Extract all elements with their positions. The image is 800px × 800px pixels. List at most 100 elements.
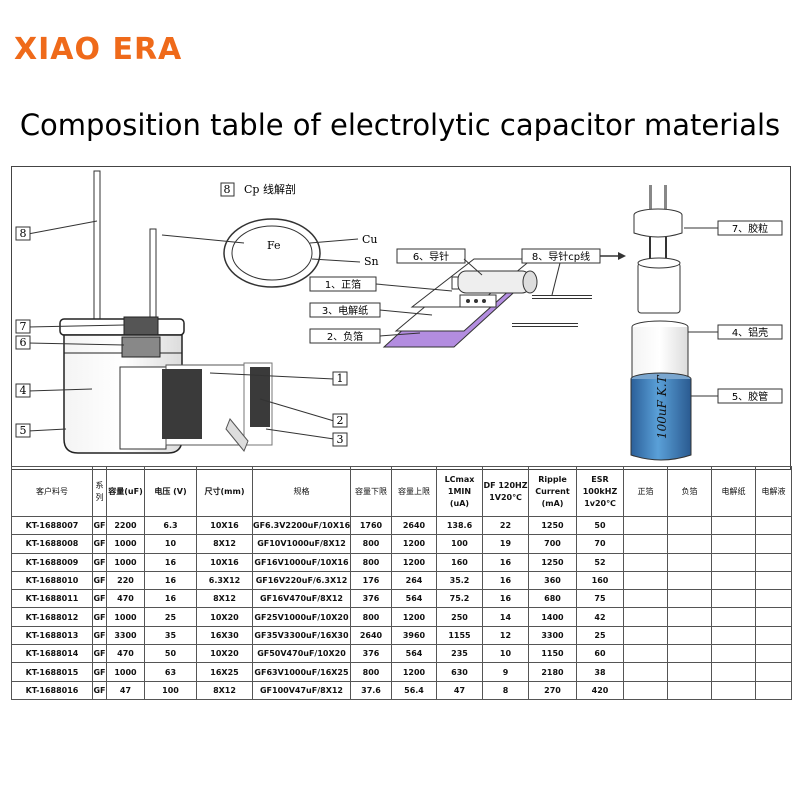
table-cell: 35.2	[436, 570, 483, 591]
table-cell	[667, 515, 712, 536]
table-cell: 8X12	[196, 680, 253, 700]
table-cell: 3960	[391, 625, 437, 646]
table-cell: 1250	[528, 552, 577, 572]
table-cell: 630	[436, 662, 483, 682]
table-cell: 3300	[106, 625, 145, 646]
table-cell: GF50V470uF/10X20	[252, 644, 351, 664]
table-cell: 2640	[391, 515, 437, 536]
cp-section-title: Cp 线解剖	[244, 182, 296, 196]
table-cell: 10	[144, 534, 197, 554]
table-cell	[755, 644, 792, 664]
spec-table: 客户料号 系列 容量(uF) 电压 (V) 尺寸(mm) 规格 容量下限 容量上…	[11, 466, 792, 700]
table-cell: KT-1688014	[11, 644, 93, 664]
table-cell: 564	[391, 644, 437, 664]
table-cell: 1000	[106, 607, 145, 627]
label-sleeve: 5、胶管	[732, 390, 768, 403]
table-cell: KT-1688010	[11, 570, 93, 591]
table-cell: GF10V1000uF/8X12	[252, 534, 351, 554]
table-cell	[623, 607, 668, 627]
table-cell	[755, 680, 792, 700]
label-rubber-plug: 7、胶粒	[732, 222, 768, 235]
table-cell	[711, 644, 756, 664]
table-cell	[755, 534, 792, 554]
table-cell: 16X30	[196, 625, 253, 646]
table-cell: 10X16	[196, 552, 253, 572]
table-cell: 376	[350, 589, 392, 609]
table-cell: 270	[528, 680, 577, 700]
table-cell: 564	[391, 589, 437, 609]
table-cell: 1400	[528, 607, 577, 627]
table-cell: 1000	[106, 534, 145, 554]
table-cell: 360	[528, 570, 577, 591]
table-cell: 100	[144, 680, 197, 700]
table-cell: 10X16	[196, 515, 253, 536]
table-cell	[711, 570, 756, 591]
table-cell: 470	[106, 644, 145, 664]
table-cell: 160	[576, 570, 624, 591]
table-cell	[755, 625, 792, 646]
table-cell: 264	[391, 570, 437, 591]
table-cell: 1760	[350, 515, 392, 536]
table-cell: 100	[436, 534, 483, 554]
table-cell: 8X12	[196, 534, 253, 554]
callout-6: 6	[20, 336, 27, 349]
table-cell: 1200	[391, 534, 437, 554]
callout-8: 8	[20, 227, 27, 240]
table-cell: 1150	[528, 644, 577, 664]
table-cell: 16	[144, 589, 197, 609]
table-cell: 56.4	[391, 680, 437, 700]
table-cell: 1155	[436, 625, 483, 646]
table-cell: 2200	[106, 515, 145, 536]
table-cell: GF	[92, 552, 107, 572]
table-cell	[667, 644, 712, 664]
capacitor-diagram-panel: 8 7 6 4 5 1 2 3 8 Cp 线解剖 Fe Cu Sn	[11, 166, 791, 470]
table-cell: 680	[528, 589, 577, 609]
assembled-parts: 100uF K.T 7、胶粒 4、铝壳 5、胶管	[630, 185, 783, 461]
table-cell: 800	[350, 662, 392, 682]
table-cell: 16	[144, 570, 197, 591]
table-cell: KT-1688015	[11, 662, 93, 682]
col-header-df: DF 120HZ 1V20℃	[482, 466, 529, 517]
table-cell	[623, 644, 668, 664]
label-cp-wire: 8、导针cp线	[532, 250, 590, 263]
table-cell: 1200	[391, 607, 437, 627]
table-cell: 75	[576, 589, 624, 609]
col-header-cathode-foil: 负箔	[667, 466, 712, 517]
page-title: Composition table of electrolytic capaci…	[19, 108, 781, 142]
table-cell	[667, 570, 712, 591]
col-header-lcmax: LCmax 1MIN (uA)	[436, 466, 483, 517]
table-cell: 1200	[391, 552, 437, 572]
label-lead-pin: 6、导针	[413, 250, 449, 263]
col-header-esr: ESR 100kHZ 1v20℃	[576, 466, 624, 517]
table-cell: KT-1688009	[11, 552, 93, 572]
table-cell: 9	[482, 662, 529, 682]
table-cell	[711, 534, 756, 554]
table-cell: 1000	[106, 662, 145, 682]
table-cell: GF	[92, 534, 107, 554]
table-cell	[711, 662, 756, 682]
cp-wire-section: 8 Cp 线解剖 Fe Cu Sn	[161, 182, 379, 288]
cp-section-number: 8	[224, 183, 231, 196]
table-cell: 420	[576, 680, 624, 700]
table-cell	[711, 680, 756, 700]
label-cathode-foil: 2、负箔	[327, 330, 363, 343]
table-cell: 25	[576, 625, 624, 646]
table-cell: GF6.3V2200uF/10X16	[252, 515, 351, 536]
table-cell: 35	[144, 625, 197, 646]
table-cell: GF16V1000uF/10X16	[252, 552, 351, 572]
table-cell: GF	[92, 644, 107, 664]
table-cell: 50	[144, 644, 197, 664]
table-cell: 16	[482, 589, 529, 609]
table-cell	[711, 589, 756, 609]
table-cell: 800	[350, 552, 392, 572]
callout-2: 2	[337, 414, 344, 427]
col-header-electrolyte: 电解液	[755, 466, 792, 517]
table-cell: 220	[106, 570, 145, 591]
label-aluminum-case: 4、铝壳	[732, 326, 768, 339]
table-cell	[755, 589, 792, 609]
